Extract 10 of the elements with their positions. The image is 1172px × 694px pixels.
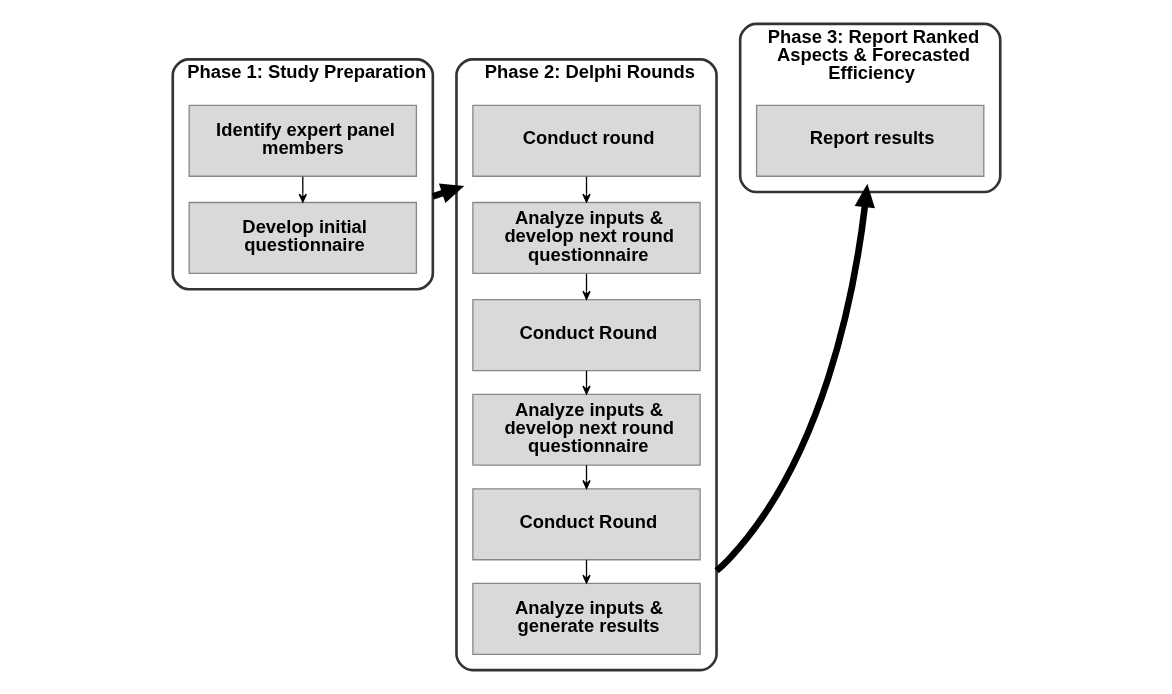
node-box: Analyze inputs & develop next round questionnaire (471, 201, 701, 275)
node-box: Analyze inputs & generate results (471, 582, 701, 655)
node-box: Report results (755, 104, 984, 177)
node-box: Conduct Round (471, 488, 701, 561)
node-box: Conduct round (471, 104, 701, 177)
node-box: Analyze inputs & develop next round questionnaire (471, 393, 701, 466)
node-box: Conduct Round (471, 299, 701, 372)
arrow (713, 183, 875, 574)
node-box: Identify expert panel members (188, 104, 417, 177)
node-box: Develop initial questionnaire (188, 201, 417, 275)
